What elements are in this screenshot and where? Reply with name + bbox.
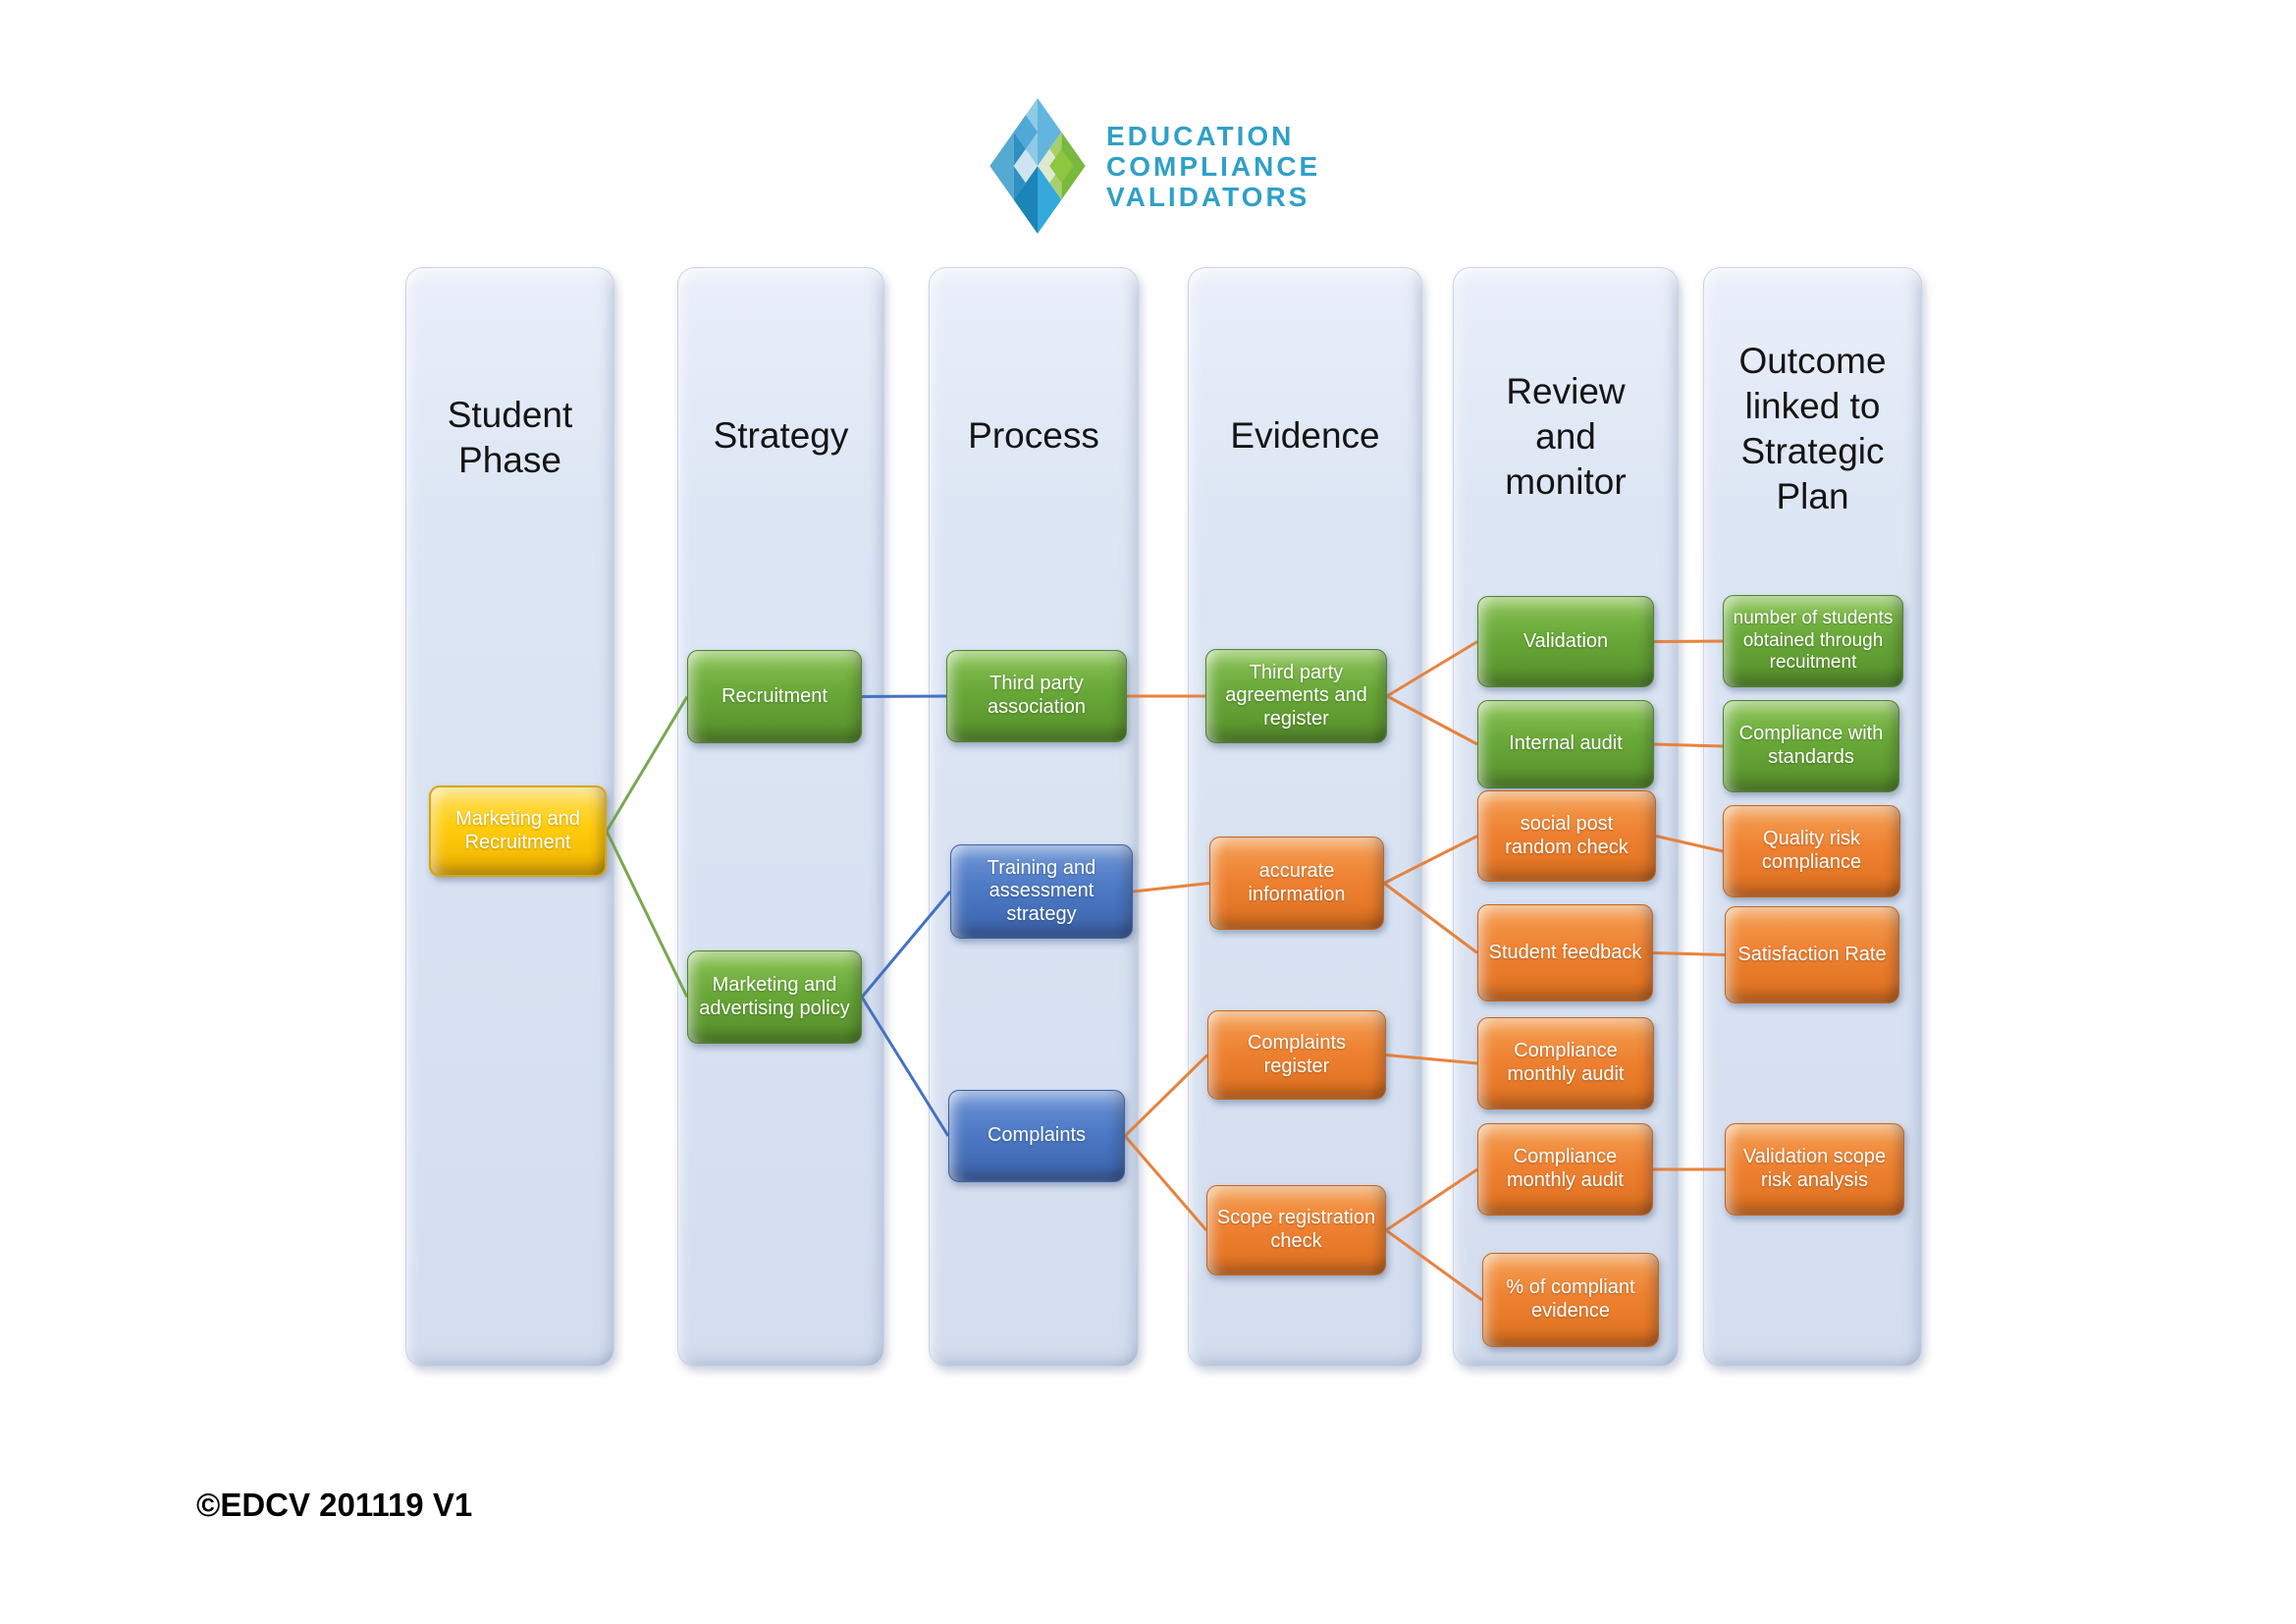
column-title: Review and monitor: [1505, 371, 1627, 502]
node-label: Student feedback: [1488, 941, 1642, 963]
node-marketing-advertising-policy: Marketing and advertising policy: [687, 950, 862, 1044]
node-complaints-register: Complaints register: [1207, 1010, 1386, 1100]
node-satisfaction-rate: Satisfaction Rate: [1725, 906, 1899, 1003]
node-complaints: Complaints: [948, 1090, 1125, 1182]
logo-wordmark: EDUCATION COMPLIANCE VALIDATORS: [1106, 121, 1320, 212]
node-label: Validation scope risk analysis: [1742, 1146, 1887, 1191]
node-percent-compliant-evidence: % of compliant evidence: [1482, 1253, 1659, 1347]
node-compliance-monthly-audit-2: Compliance monthly audit: [1477, 1123, 1653, 1216]
logo-line-2: COMPLIANCE: [1106, 150, 1321, 182]
node-compliance-monthly-audit-1: Compliance monthly audit: [1477, 1017, 1654, 1110]
node-label: Compliance monthly audit: [1507, 1040, 1625, 1085]
node-label: Recruitment: [721, 684, 828, 707]
node-label: % of compliant evidence: [1506, 1276, 1635, 1322]
node-label: Complaints: [987, 1124, 1087, 1147]
column-title: Outcome linked to Strategic Plan: [1738, 341, 1887, 516]
node-number-students-recruitment: number of students obtained through recu…: [1723, 595, 1903, 687]
node-scope-registration-check: Scope registration check: [1206, 1185, 1386, 1275]
logo: EDUCATION COMPLIANCE VALIDATORS: [987, 96, 1320, 236]
node-third-party-agreements-register: Third party agreements and register: [1205, 649, 1387, 743]
node-label: Compliance with standards: [1738, 723, 1884, 768]
copyright-text: ©EDCV 201119 V1: [196, 1487, 473, 1523]
node-training-assessment-strategy: Training and assessment strategy: [950, 844, 1133, 939]
node-label: social post random check: [1505, 812, 1629, 858]
column-title: Process: [968, 415, 1099, 456]
node-third-party-association: Third party association: [946, 650, 1127, 742]
node-accurate-information: accurate information: [1209, 837, 1384, 930]
node-label: Quality risk compliance: [1761, 828, 1862, 873]
node-label: Internal audit: [1509, 732, 1623, 755]
node-social-post-random-check: social post random check: [1477, 790, 1656, 882]
node-label: Complaints register: [1247, 1031, 1347, 1077]
node-label: Marketing and Recruitment: [455, 807, 580, 853]
node-quality-risk-compliance: Quality risk compliance: [1723, 805, 1900, 897]
column-evidence: Evidence: [1188, 267, 1422, 1367]
node-label: number of students obtained through recu…: [1733, 608, 1894, 674]
node-label: Third party agreements and register: [1225, 661, 1367, 730]
node-validation-scope-risk-analysis: Validation scope risk analysis: [1725, 1123, 1904, 1216]
column-title: Student Phase: [447, 395, 573, 480]
node-recruitment: Recruitment: [687, 650, 862, 743]
logo-line-1: EDUCATION: [1106, 120, 1295, 151]
node-compliance-standards: Compliance with standards: [1723, 700, 1899, 792]
node-label: Scope registration check: [1216, 1207, 1376, 1252]
column-title: Evidence: [1230, 415, 1380, 456]
node-marketing-recruitment: Marketing and Recruitment: [429, 785, 607, 877]
node-label: Marketing and advertising policy: [699, 973, 850, 1019]
column-strategy: Strategy: [677, 267, 884, 1367]
node-validation: Validation: [1477, 596, 1654, 687]
node-internal-audit: Internal audit: [1477, 700, 1654, 788]
column-process: Process: [929, 267, 1139, 1367]
node-label: Validation: [1522, 629, 1609, 652]
node-label: accurate information: [1248, 859, 1346, 905]
node-student-feedback: Student feedback: [1477, 904, 1653, 1001]
node-label: Compliance monthly audit: [1507, 1146, 1624, 1191]
node-label: Third party association: [987, 673, 1087, 718]
node-label: Training and assessment strategy: [987, 856, 1096, 925]
logo-diamond-icon: [989, 98, 1086, 234]
logo-line-3: VALIDATORS: [1106, 181, 1310, 212]
column-title: Strategy: [713, 415, 849, 456]
node-label: Satisfaction Rate: [1737, 943, 1887, 965]
